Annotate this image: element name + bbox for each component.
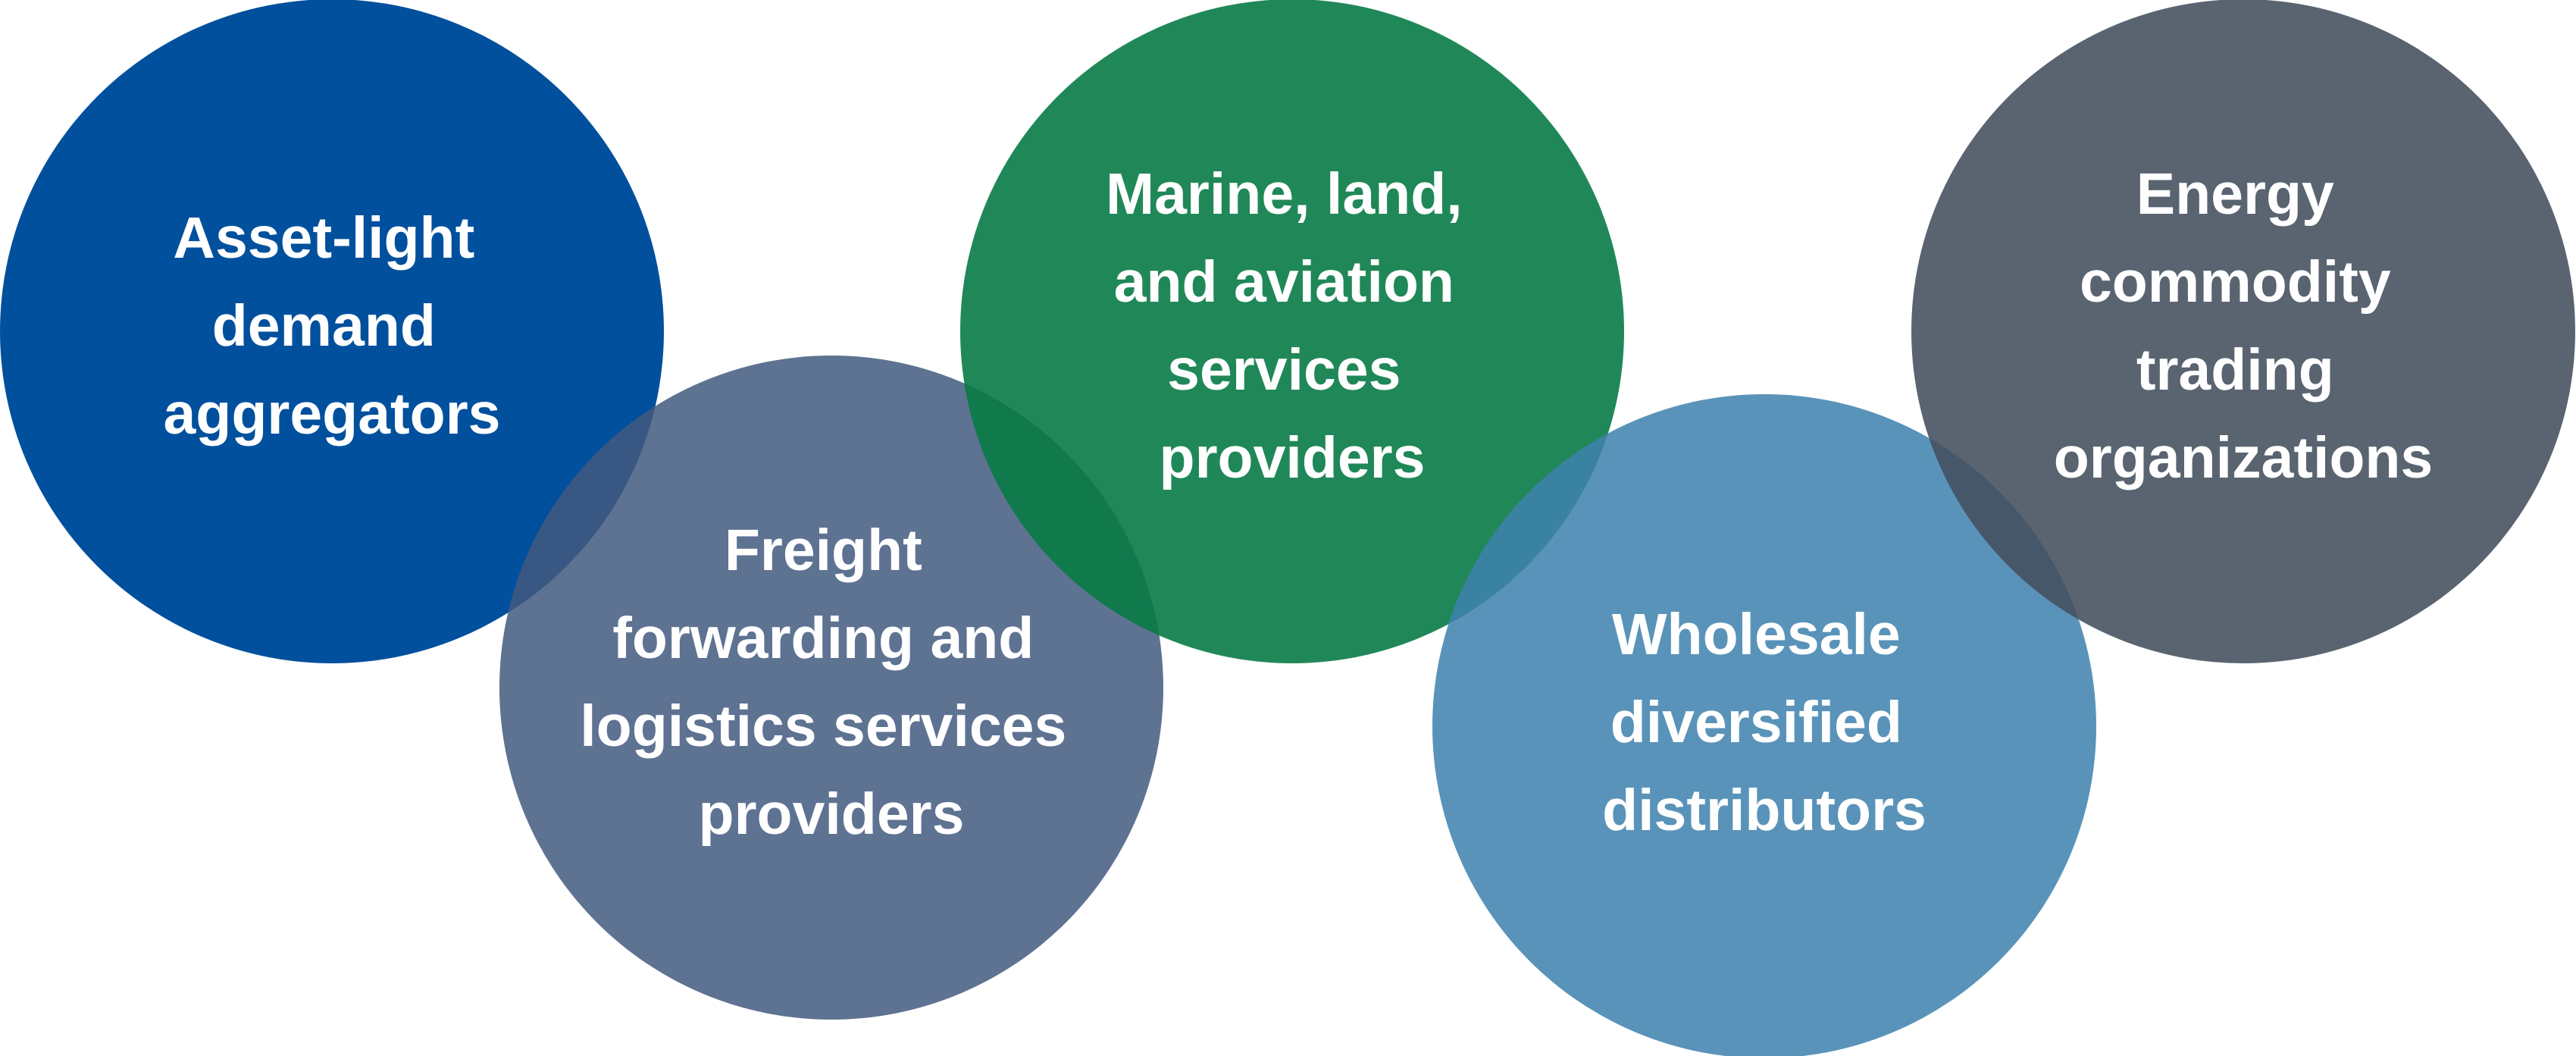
label-wholesale-line: distributors <box>1602 778 1927 843</box>
label-asset-light-line: demand <box>212 293 436 359</box>
circle-marine-land-aviation-shape <box>960 0 1624 663</box>
label-asset-light-line: Asset-light <box>173 205 474 271</box>
label-freight-forwarding-line: providers <box>699 782 965 847</box>
label-freight-forwarding-line: Freight <box>725 518 922 583</box>
label-asset-light: Asset-light demand aggregators <box>163 205 500 447</box>
circle-wholesale <box>1432 394 2096 1056</box>
label-energy-commodity-line: commodity <box>2080 249 2391 315</box>
circle-energy-commodity-shape <box>1911 0 2575 663</box>
label-energy-commodity-line: organizations <box>2054 425 2434 490</box>
label-freight-forwarding: Freight forwarding and logistics service… <box>580 518 1082 847</box>
label-wholesale-line: diversified <box>1610 690 1902 755</box>
circle-freight-forwarding-shape <box>499 356 1163 1020</box>
circle-asset-light-shape <box>0 0 664 663</box>
label-marine-land-aviation: Marine, land, and aviation services prov… <box>1106 161 1479 490</box>
label-wholesale: Wholesale diversified distributors <box>1602 602 1927 843</box>
label-wholesale-line: Wholesale <box>1612 602 1901 667</box>
label-asset-light-line: aggregators <box>163 381 500 447</box>
circle-wholesale-shape <box>1432 394 2096 1056</box>
label-energy-commodity: Energy commodity trading organizations <box>2054 161 2434 490</box>
label-marine-land-aviation-line: and aviation <box>1114 249 1454 315</box>
label-freight-forwarding-line: forwarding and <box>612 606 1034 671</box>
circle-energy-commodity <box>1911 0 2575 663</box>
label-marine-land-aviation-line: providers <box>1160 425 1426 490</box>
label-freight-forwarding-line: logistics services <box>580 694 1066 759</box>
circle-freight-forwarding <box>499 356 1163 1020</box>
label-marine-land-aviation-line: Marine, land, <box>1106 161 1463 227</box>
label-energy-commodity-line: Energy <box>2136 161 2334 227</box>
label-marine-land-aviation-line: services <box>1167 337 1401 403</box>
circle-marine-land-aviation <box>960 0 1624 663</box>
circle-asset-light <box>0 0 664 663</box>
label-energy-commodity-line: trading <box>2136 337 2334 403</box>
